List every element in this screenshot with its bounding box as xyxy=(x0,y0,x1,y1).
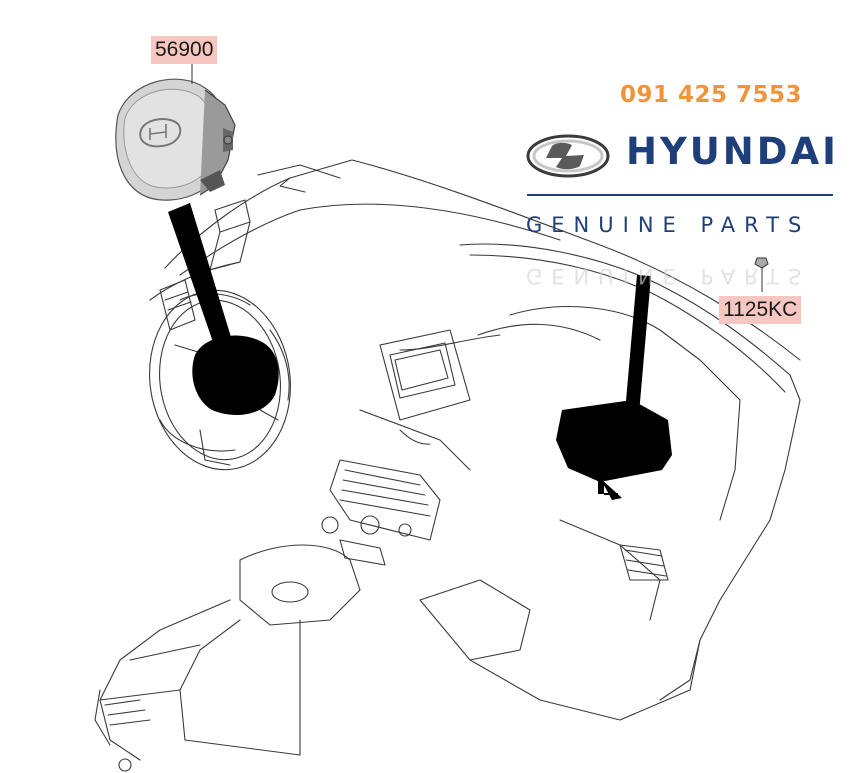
hyundai-logo-icon xyxy=(526,134,610,178)
mounting-bracket xyxy=(209,199,251,271)
center-console xyxy=(94,544,361,772)
dashboard-outline xyxy=(149,159,801,701)
part-number-label-bolt: 1125KC xyxy=(719,296,802,324)
passenger-panel xyxy=(419,519,691,721)
dealer-phone-number: 091 425 7553 xyxy=(620,82,803,108)
driver-airbag-module xyxy=(192,335,279,415)
climate-controls xyxy=(321,459,441,566)
center-console-radio xyxy=(359,323,601,471)
brand-tagline: GENUINE PARTS xyxy=(526,213,811,237)
steering-airbag-cover xyxy=(115,64,236,201)
brand-tagline-reflection: GENUINE PARTS xyxy=(526,264,811,288)
brand-divider xyxy=(527,194,833,196)
passenger-airbag-module xyxy=(556,400,672,500)
airbag-pointer-line xyxy=(168,203,238,368)
brand-wordmark: HYUNDAI xyxy=(626,130,839,173)
passenger-airbag-pointer-line xyxy=(624,275,651,425)
bolt-1125kc-icon xyxy=(754,257,769,292)
airbag-emblem-icon xyxy=(139,118,182,148)
left-air-vent xyxy=(159,279,196,331)
part-number-label-airbag: 56900 xyxy=(151,36,218,64)
